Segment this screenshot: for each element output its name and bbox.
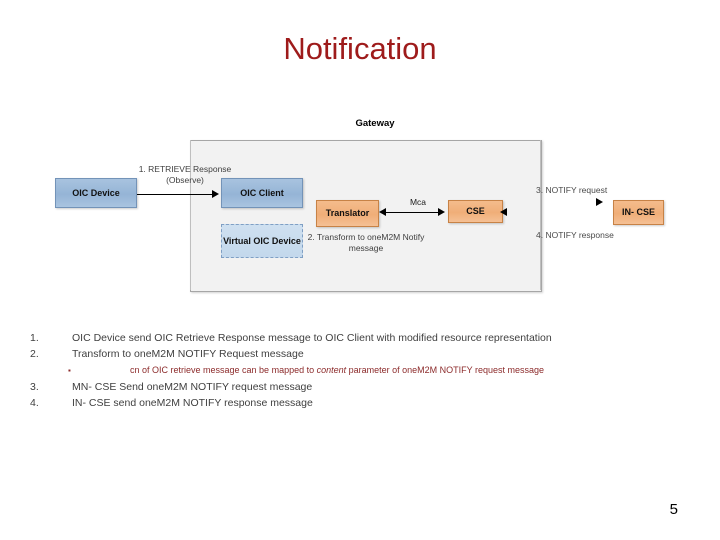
sub-text-emphasis: content xyxy=(316,365,347,375)
arrow-right-icon xyxy=(212,190,219,198)
list-item-number: 1. xyxy=(30,332,39,344)
arrow-left-icon xyxy=(500,208,507,216)
bullet-square-icon: ▪ xyxy=(68,366,71,375)
node-cse[interactable]: CSE xyxy=(448,200,503,223)
gateway-label: Gateway xyxy=(355,118,395,129)
gateway-left-divider xyxy=(190,140,191,290)
list-item: 1. OIC Device send OIC Retrieve Response… xyxy=(30,330,690,346)
node-cse-label: CSE xyxy=(466,206,485,216)
list-sub-item: ▪ cn of OIC retrieve message can be mapp… xyxy=(30,362,690,379)
arrow-left-icon xyxy=(379,208,386,216)
node-oic-device-label: OIC Device xyxy=(72,187,120,198)
edge-label-mca: Mca xyxy=(409,197,427,207)
node-oic-device[interactable]: OIC Device xyxy=(55,178,137,208)
page-title: Notification xyxy=(283,31,437,66)
list-item-text: IN- CSE send oneM2M NOTIFY response mess… xyxy=(72,397,313,409)
arrow-right-icon xyxy=(438,208,445,216)
list-item-text: Transform to oneM2M NOTIFY Request messa… xyxy=(72,348,304,360)
node-in-cse-label: IN- CSE xyxy=(621,207,655,217)
list-item-number: 4. xyxy=(30,397,39,409)
notification-flow-diagram: Gateway OIC Device OIC Client Virtual OI… xyxy=(55,118,664,292)
sub-text-after: parameter of oneM2M NOTIFY request messa… xyxy=(346,365,545,375)
list-item-text: OIC Device send OIC Retrieve Response me… xyxy=(72,332,552,344)
arrow-right-icon xyxy=(596,198,603,206)
node-virtual-oic-device[interactable]: Virtual OIC Device xyxy=(221,224,303,258)
node-in-cse[interactable]: IN- CSE xyxy=(613,200,664,225)
node-virtual-oic-device-label: Virtual OIC Device xyxy=(223,235,301,246)
edge-label-retrieve-response: 1. RETRIEVE Response (Observe) xyxy=(138,164,232,185)
node-oic-client-label: OIC Client xyxy=(240,187,284,198)
node-oic-client[interactable]: OIC Client xyxy=(221,178,303,208)
list-item: 2. Transform to oneM2M NOTIFY Request me… xyxy=(30,346,690,362)
edge-label-notify-request: 3. NOTIFY request xyxy=(536,185,608,195)
list-item-number: 2. xyxy=(30,348,39,360)
sub-text-before: cn of OIC retrieve message can be mapped… xyxy=(130,365,317,375)
edge-label-transform-onem2m: 2. Transform to oneM2M Notify message xyxy=(307,232,425,253)
node-translator[interactable]: Translator xyxy=(316,200,379,227)
node-translator-label: Translator xyxy=(325,208,370,218)
notes-list: 1. OIC Device send OIC Retrieve Response… xyxy=(30,330,690,411)
list-item: 3. MN- CSE Send oneM2M NOTIFY request me… xyxy=(30,379,690,395)
list-item-text: MN- CSE Send oneM2M NOTIFY request messa… xyxy=(72,381,313,393)
gateway-right-divider xyxy=(540,140,541,290)
page-number: 5 xyxy=(669,501,678,518)
edge-label-notify-response: 4. NOTIFY response xyxy=(536,230,614,240)
list-item-number: 3. xyxy=(30,381,39,393)
connector-oic-device-to-oic-client xyxy=(137,194,215,195)
connector-translator-to-cse xyxy=(386,212,441,213)
list-sub-item-text: cn of OIC retrieve message can be mapped… xyxy=(78,362,690,378)
list-item: 4. IN- CSE send oneM2M NOTIFY response m… xyxy=(30,395,690,411)
